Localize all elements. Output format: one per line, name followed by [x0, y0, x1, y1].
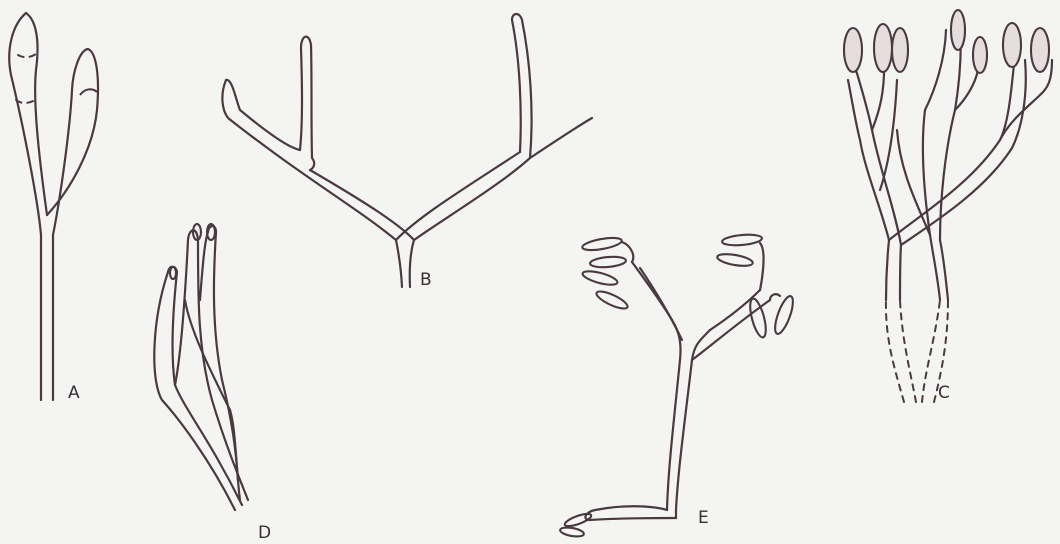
drawing-c — [844, 10, 1052, 402]
label-e: E — [698, 510, 709, 527]
drawing-e — [559, 233, 796, 538]
label-b: B — [420, 272, 432, 289]
drawing-a — [9, 13, 98, 400]
label-a: A — [68, 385, 80, 402]
drawing-b — [222, 14, 592, 287]
drawing-d — [154, 224, 248, 510]
label-d: D — [258, 525, 271, 542]
label-c: C — [938, 385, 950, 402]
